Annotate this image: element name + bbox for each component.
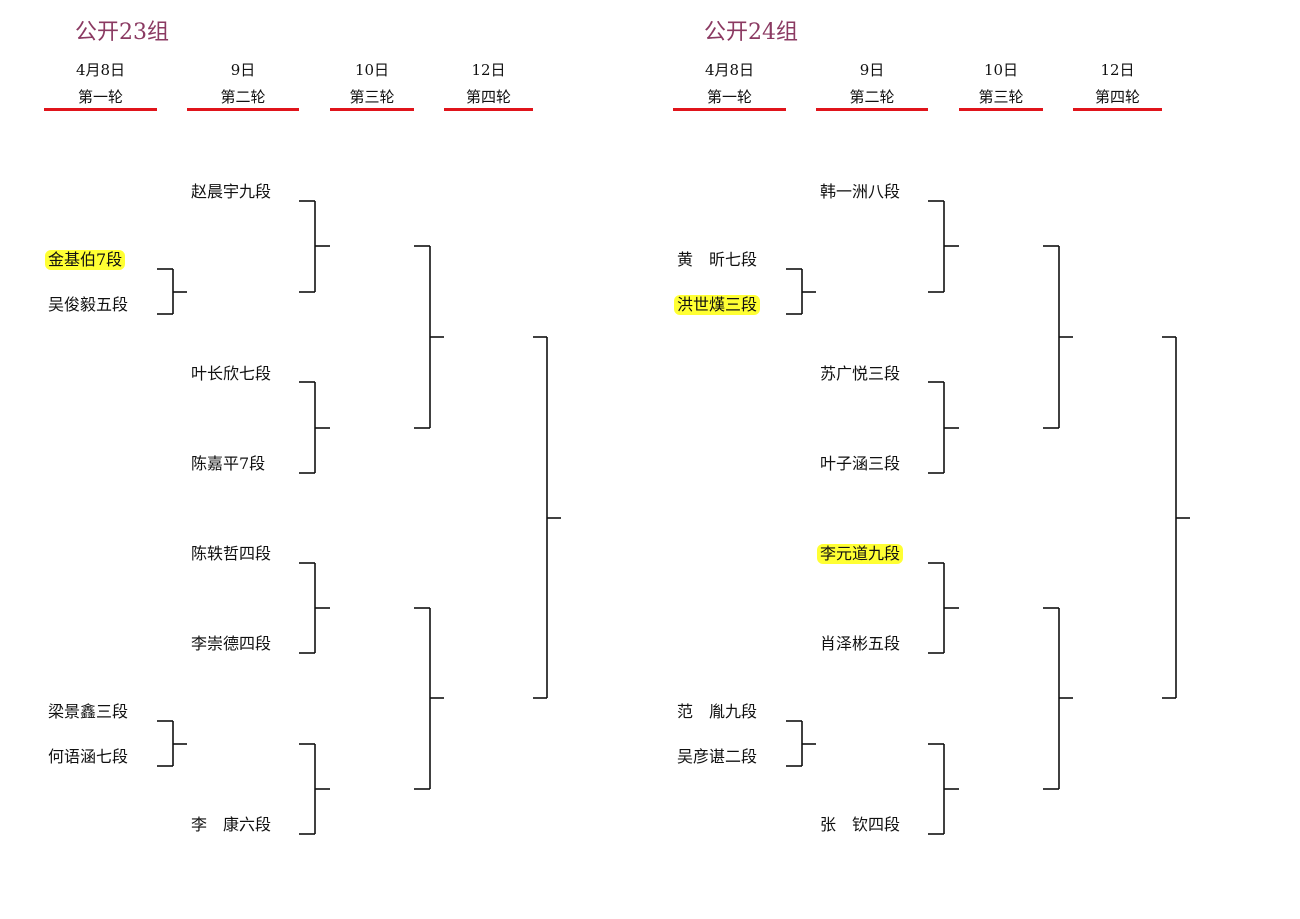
round-underline xyxy=(1073,108,1162,111)
player-round2: 李崇德四段 xyxy=(191,634,272,653)
round-label: 第四轮 xyxy=(1094,88,1140,106)
player-round2: 肖泽彬五段 xyxy=(820,634,901,653)
player-round2: 陈轶哲四段 xyxy=(191,544,272,563)
player-round1: 何语涵七段 xyxy=(48,747,129,766)
player-round2: 韩一洲八段 xyxy=(820,182,901,201)
round-date: 4月8日 xyxy=(75,61,126,79)
player-round2: 苏广悦三段 xyxy=(820,364,901,383)
player-round2: 赵晨宇九段 xyxy=(191,182,272,201)
group-24: 公开24组 4月8日第一轮 9日第二轮 10日第三轮 12日第四轮黄 昕七段洪世熯三段范… xyxy=(629,0,1258,919)
bracket-lines xyxy=(786,200,1190,835)
player-round1: 洪世熯三段 xyxy=(674,295,761,315)
round-label: 第二轮 xyxy=(220,88,266,106)
round-label: 第三轮 xyxy=(978,88,1024,106)
player-round1: 吴彦谌二段 xyxy=(677,747,758,766)
round-underline xyxy=(187,108,299,111)
round-date: 12日 xyxy=(471,61,506,79)
player-round2: 李元道九段 xyxy=(817,544,904,564)
group-title: 公开23组 xyxy=(75,20,169,45)
group-23: 公开23组 4月8日第一轮 9日第二轮 10日第三轮 12日第四轮金基伯7段吴俊毅五段梁… xyxy=(0,0,629,919)
player-round1: 黄 昕七段 xyxy=(677,250,758,269)
round-underline xyxy=(959,108,1043,111)
player-round2: 叶长欣七段 xyxy=(191,364,272,383)
player-round1: 吴俊毅五段 xyxy=(48,295,129,314)
round-underline xyxy=(44,108,157,111)
player-round1: 金基伯7段 xyxy=(45,250,126,270)
round-label: 第一轮 xyxy=(706,88,752,106)
player-round2: 陈嘉平7段 xyxy=(191,454,266,473)
round-label: 第三轮 xyxy=(349,88,395,106)
group-title: 公开24组 xyxy=(704,20,798,45)
player-round2: 李 康六段 xyxy=(191,815,272,834)
round-label: 第四轮 xyxy=(465,88,511,106)
round-underline xyxy=(673,108,786,111)
round-label: 第一轮 xyxy=(77,88,123,106)
round-underline xyxy=(444,108,533,111)
round-date: 4月8日 xyxy=(704,61,755,79)
round-date: 12日 xyxy=(1100,61,1135,79)
round-date: 9日 xyxy=(230,61,256,79)
player-round1: 范 胤九段 xyxy=(677,702,758,721)
round-date: 10日 xyxy=(354,61,390,79)
round-underline xyxy=(816,108,928,111)
player-round1: 梁景鑫三段 xyxy=(48,702,129,721)
bracket-lines xyxy=(157,200,561,835)
round-label: 第二轮 xyxy=(849,88,895,106)
round-date: 10日 xyxy=(983,61,1019,79)
round-date: 9日 xyxy=(859,61,885,79)
player-round2: 张 钦四段 xyxy=(820,815,901,834)
player-round2: 叶子涵三段 xyxy=(820,454,901,473)
round-underline xyxy=(330,108,414,111)
